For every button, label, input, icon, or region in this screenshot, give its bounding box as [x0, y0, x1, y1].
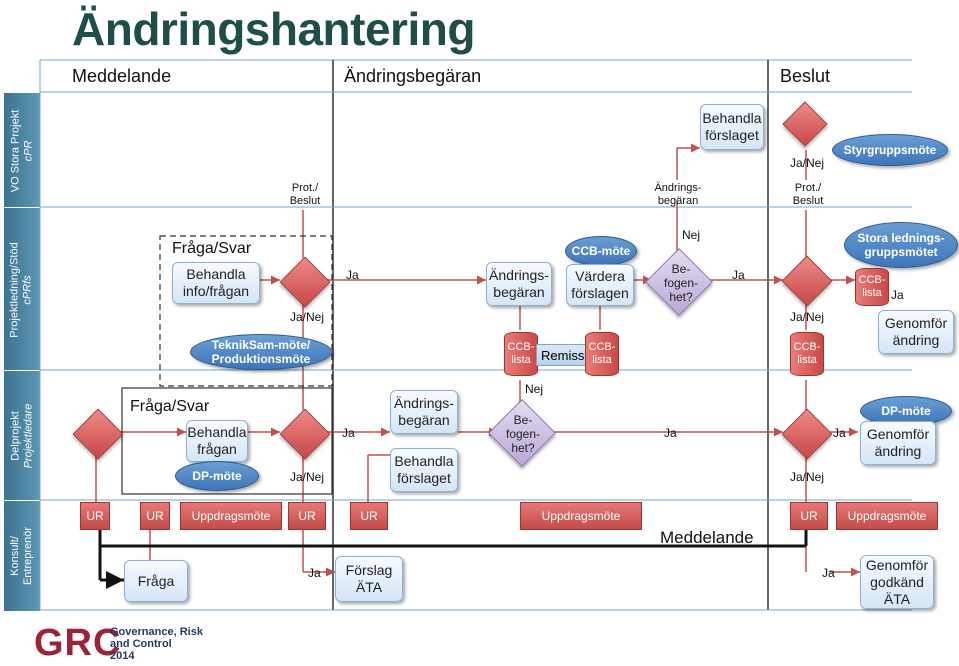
label-ja-stl: Ja — [891, 288, 904, 302]
label-ja-pl-1: Ja — [346, 268, 359, 282]
stora-ledningsgruppsmotet-oval: Stora lednings-gruppsmötet — [844, 222, 958, 268]
label-nej-pl: Nej — [682, 228, 701, 242]
label-ja-nej-top: Ja/Nej — [790, 156, 825, 170]
ur-marker-2: UR — [140, 502, 170, 530]
uppdragsmote-bar-1: Uppdragsmöte — [180, 502, 282, 530]
genomfor-godkand-ata-box: Genomför godkänd ÄTA — [860, 555, 934, 609]
fraga-box: Fråga — [124, 560, 188, 602]
grc-logo: GRC — [34, 622, 122, 664]
ur-marker-1: UR — [80, 502, 110, 530]
phase-beslut: Beslut — [780, 66, 831, 86]
phase-meddelande: Meddelande — [72, 66, 172, 86]
label-ja-konsult-1: Ja — [308, 566, 321, 580]
label-ja-nej-dp-mid: Ja/Nej — [290, 470, 325, 484]
label-ja-nej-dp-right: Ja/Nej — [790, 470, 825, 484]
grc-logo-subtitle: Governance, Risk and Control 2014 — [110, 626, 203, 662]
fraga-svar-top-label: Fråga/Svar — [172, 240, 252, 257]
ccb-mote-oval: CCB-möte — [565, 236, 637, 266]
tekniksam-mote-oval: TeknikSam-möte/ Produktionsmöte — [190, 334, 332, 370]
ccb-lista-cylinder-2: CCB-lista — [585, 332, 619, 376]
andringsbegaran-pl-box: Ändrings-begäran — [486, 262, 552, 306]
ccb-lista-cylinder-1: CCB-lista — [504, 332, 538, 376]
andringsbegaran-dp-box: Ändrings-begäran — [390, 390, 458, 434]
andringsbegaran-small: Ändrings-begäran — [654, 182, 702, 207]
label-ja-nej-pl-left: Ja/Nej — [290, 310, 325, 324]
forslag-ata-box: Förslag ÄTA — [335, 556, 403, 602]
ur-marker-3: UR — [288, 502, 326, 530]
uppdragsmote-bar-2: Uppdragsmöte — [520, 502, 642, 530]
behandla-fragan-box: Behandla frågan — [186, 420, 248, 462]
dp-mote-oval-left: DP-möte — [175, 461, 259, 491]
label-ja-konsult-2: Ja — [822, 566, 835, 580]
befogenhet-text-pl: Be-fogen-het? — [663, 262, 699, 304]
befogenhet-text-dp: Be-fogen-het? — [505, 413, 541, 455]
phase-andringsbegaran: Ändringsbegäran — [344, 66, 482, 86]
label-ja-nej-pl-right: Ja/Nej — [790, 310, 825, 324]
ccb-lista-cylinder-4: CCB-lista — [855, 268, 889, 306]
fraga-svar-bottom-label: Fråga/Svar — [130, 398, 210, 415]
prot-beslut-left: Prot./ Beslut — [289, 182, 321, 207]
remiss-tag: Remiss — [536, 344, 586, 366]
ur-marker-4: UR — [350, 502, 388, 530]
page-title: Ändringshantering — [72, 3, 475, 55]
label-ja-pl-2: Ja — [732, 268, 745, 282]
lane-konsult: Konsult/Entreprenör — [4, 500, 40, 611]
vardera-forslagen-box: Värdera förslagen — [566, 264, 634, 306]
label-ja-dp-3: Ja — [833, 426, 846, 440]
genomfor-andring-stl-box: Genomför ändring — [878, 310, 954, 354]
uppdragsmote-bar-3: Uppdragsmöte — [836, 502, 938, 530]
behandla-info-box: Behandla info/frågan — [172, 262, 260, 304]
styrgruppsmote-oval: Styrgruppsmöte — [832, 134, 948, 166]
label-ja-dp-1: Ja — [342, 426, 355, 440]
label-nej-dp: Nej — [525, 382, 544, 396]
ccb-lista-cylinder-3: CCB-lista — [790, 332, 824, 376]
genomfor-andring-dp-box: Genomför ändring — [860, 421, 936, 465]
ur-marker-5: UR — [790, 502, 828, 530]
behandla-forslaget-top: Behandla förslaget — [700, 104, 764, 150]
behandla-forslaget-dp-box: Behandla förslaget — [390, 448, 458, 492]
label-ja-dp-2: Ja — [664, 426, 677, 440]
prot-beslut-right: Prot./ Beslut — [792, 182, 824, 207]
meddelande-bottom-label: Meddelande — [660, 528, 754, 547]
